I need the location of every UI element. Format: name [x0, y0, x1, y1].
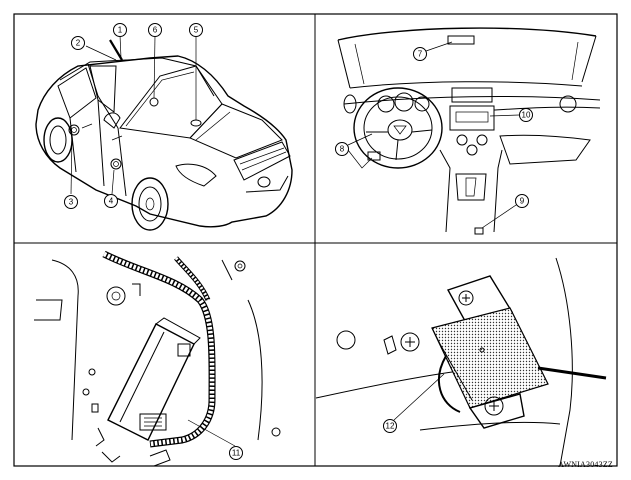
svg-text:8: 8 — [340, 145, 345, 154]
svg-text:4: 4 — [109, 197, 114, 206]
callout-12: 12 — [383, 419, 397, 433]
panel-vehicle-exterior — [35, 34, 293, 231]
svg-text:9: 9 — [520, 197, 525, 206]
svg-text:5: 5 — [194, 26, 199, 35]
svg-text:11: 11 — [232, 449, 241, 458]
callout-11: 11 — [229, 446, 243, 460]
callout-6: 6 — [148, 23, 162, 37]
svg-text:10: 10 — [522, 111, 531, 120]
svg-text:12: 12 — [386, 422, 395, 431]
panel-control-unit-harness — [34, 250, 281, 467]
svg-text:6: 6 — [153, 26, 158, 35]
panel-instrument-panel — [337, 27, 601, 235]
callout-3: 3 — [64, 195, 78, 209]
panel-sensor-unit — [315, 257, 607, 467]
callout-8: 8 — [335, 142, 349, 156]
svg-text:3: 3 — [69, 198, 74, 207]
callout-7: 7 — [413, 47, 427, 61]
svg-text:7: 7 — [418, 50, 423, 59]
callout-1: 1 — [113, 23, 127, 37]
svg-text:1: 1 — [118, 26, 123, 35]
callout-10: 10 — [519, 108, 533, 122]
callout-2: 2 — [71, 36, 85, 50]
callout-9: 9 — [515, 194, 529, 208]
figure-reference-code: AWNIA3043ZZ — [558, 460, 613, 469]
svg-text:2: 2 — [76, 39, 81, 48]
callout-5: 5 — [189, 23, 203, 37]
callout-4: 4 — [104, 194, 118, 208]
